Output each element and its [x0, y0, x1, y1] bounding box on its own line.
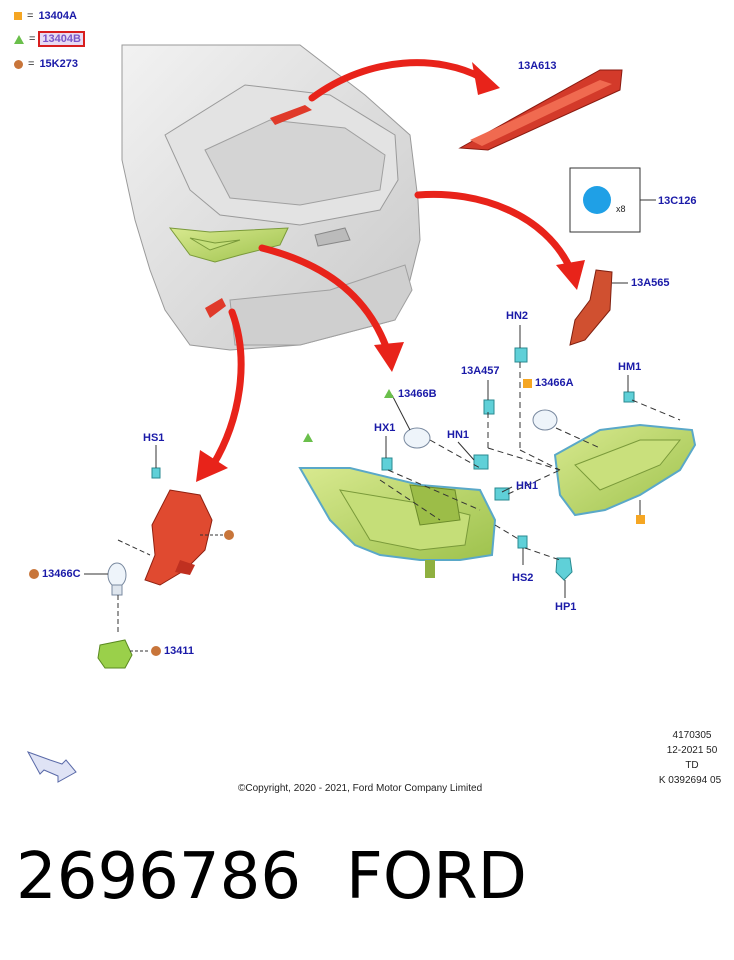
socket-icon — [97, 639, 133, 669]
reflector-lamp-icon — [144, 489, 213, 586]
diagram-illustration — [26, 44, 697, 783]
label-HM1[interactable]: HM1 — [618, 361, 642, 373]
drawing-id: 4170305 — [672, 730, 712, 741]
bracket-icon — [569, 269, 613, 346]
label-13C126-qty: x8 — [616, 204, 626, 214]
label-HX1[interactable]: HX1 — [374, 422, 396, 434]
legend-code-highlighted[interactable]: 13404B — [38, 31, 85, 47]
label-HP1[interactable]: HP1 — [555, 601, 577, 613]
label-13466A[interactable]: 13466A — [535, 377, 574, 389]
label-13466C[interactable]: 13466C — [42, 568, 81, 580]
label-HN1-upper[interactable]: HN1 — [447, 429, 470, 441]
circle-marker-icon — [29, 569, 39, 579]
label-13411[interactable]: 13411 — [164, 645, 194, 657]
arrow-heads — [196, 62, 585, 482]
callout-arrows — [209, 59, 574, 469]
label-13A613[interactable]: 13A613 — [518, 60, 557, 72]
drawing-date: 12-2021 50 — [666, 745, 718, 756]
green-triangle-icon — [14, 34, 24, 44]
label-13A565[interactable]: 13A565 — [631, 277, 670, 289]
dashed-lines — [379, 362, 681, 561]
legend-code[interactable]: 13404A — [38, 10, 77, 22]
label-HS2[interactable]: HS2 — [512, 572, 534, 584]
legend-row-13404A: = 13404A — [14, 10, 77, 22]
fastener-icon — [583, 186, 611, 214]
square-marker-icon — [636, 515, 645, 524]
legend-code[interactable]: 15K273 — [39, 58, 78, 70]
bulb-icon — [107, 562, 127, 596]
high-mount-stop-lamp-icon — [458, 69, 623, 151]
bulb-hx1-icon — [403, 427, 431, 449]
label-HS1[interactable]: HS1 — [143, 432, 165, 444]
direction-arrow-icon — [26, 751, 77, 783]
part-number: 2696786 — [16, 840, 302, 914]
triangle-marker-icon — [303, 433, 313, 442]
outer-tail-lamp-icon — [298, 467, 497, 578]
label-HN2[interactable]: HN2 — [506, 310, 529, 322]
label-13C126[interactable]: 13C126 — [658, 195, 697, 207]
label-13466B[interactable]: 13466B — [398, 388, 437, 400]
legend-row-13404B: = 13404B — [14, 31, 85, 47]
brown-circle-icon — [14, 59, 23, 69]
orange-square-icon — [14, 12, 22, 20]
triangle-marker-icon — [384, 389, 394, 398]
label-HN1-lower[interactable]: HN1 — [516, 480, 539, 492]
legend-row-15K273: = 15K273 — [14, 58, 78, 70]
drawing-code: TD — [685, 760, 699, 771]
clips-icons — [381, 347, 635, 581]
drawing-ref: K 0392694 05 — [658, 775, 722, 786]
make-name: FORD — [346, 840, 527, 914]
bulb-13466a-icon — [532, 409, 558, 431]
car-rear-icon — [121, 44, 421, 351]
label-13A457[interactable]: 13A457 — [461, 365, 500, 377]
leader-lines — [385, 325, 641, 598]
screw-hs1-icon — [151, 467, 161, 479]
copyright-text: ©Copyright, 2020 - 2021, Ford Motor Comp… — [238, 783, 483, 794]
inner-tail-lamp-icon — [553, 423, 697, 517]
square-marker-icon — [523, 379, 532, 388]
